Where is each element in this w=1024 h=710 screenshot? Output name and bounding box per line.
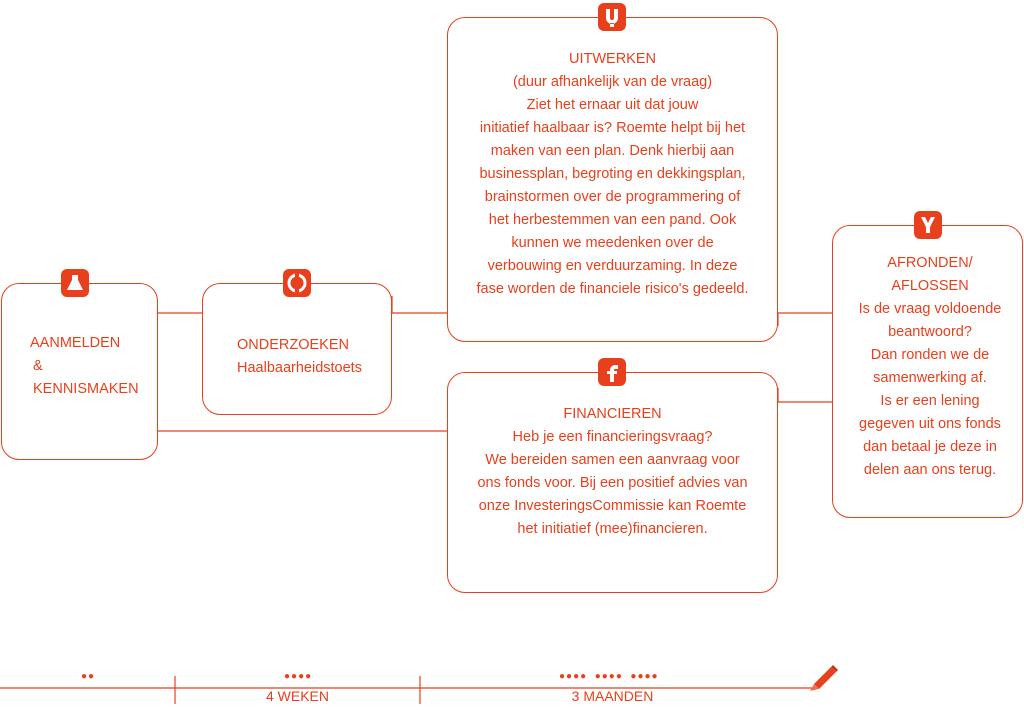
step-uitwerken-line: initiatief haalbaar is? Roemte helpt bij… xyxy=(479,120,746,136)
step-uitwerken-line: fase worden de financiele risico's gedee… xyxy=(476,281,749,297)
person-icon xyxy=(61,269,89,297)
timeline-dots-3: ●●●● ●●●● ●●●● xyxy=(559,671,659,682)
step-onderzoeken-box xyxy=(202,283,392,415)
step-onderzoeken-sub: Haalbaarheidstoets xyxy=(237,360,362,376)
step-financieren-title: FINANCIEREN xyxy=(563,406,662,422)
step-afronden-title1: AFRONDEN/ xyxy=(887,255,973,271)
step-uitwerken-line: Ziet het ernaar uit dat jouw xyxy=(526,97,699,113)
step-afronden-line: Is de vraag voldoende xyxy=(858,301,1002,317)
step-afronden-line: delen aan ons terug. xyxy=(863,462,997,478)
step-uitwerken-subtitle: (duur afhankelijk van de vraag) xyxy=(512,74,713,90)
step-aanmelden-line2: & KENNISMAKEN xyxy=(33,358,139,397)
pencil-icon xyxy=(804,660,838,694)
timeline-label-months: 3 MAANDEN xyxy=(571,688,654,704)
timeline-dots-1: ●● xyxy=(81,671,96,682)
step-aanmelden-text: AANMELDEN & KENNISMAKEN xyxy=(18,332,148,401)
step-afronden-line: gegeven uit ons fonds xyxy=(859,416,1001,432)
step-uitwerken-title: UITWERKEN xyxy=(569,51,656,67)
timeline-dots-2: ●●●● xyxy=(284,671,313,682)
step-financieren-line: onze InvesteringsCommissie kan Roemte xyxy=(478,498,747,514)
step-financieren-text: FINANCIEREN Heb je een financieringsvraa… xyxy=(452,403,773,541)
step-uitwerken-box xyxy=(447,17,778,342)
step-aanmelden-box xyxy=(1,283,158,460)
step-uitwerken-line: maken van een plan. Denk hierbij aan xyxy=(490,143,735,159)
step-afronden-text: AFRONDEN/ AFLOSSEN Is de vraag voldoende… xyxy=(835,252,1024,482)
step-onderzoeken-text: ONDERZOEKEN Haalbaarheidstoets xyxy=(237,334,387,380)
step-financieren-box xyxy=(447,372,778,593)
step-financieren-line: Heb je een financieringsvraag? xyxy=(512,429,713,445)
timeline-label-weeks: 4 WEKEN xyxy=(265,688,329,704)
f-letter-icon xyxy=(598,358,626,386)
target-icon xyxy=(283,269,311,297)
step-afronden-line: dan betaal je deze in xyxy=(863,439,997,455)
step-financieren-line: We bereiden samen een aanvraag voor xyxy=(485,452,740,468)
step-onderzoeken-title: ONDERZOEKEN xyxy=(237,337,349,353)
u-letter-icon xyxy=(598,3,626,31)
y-letter-icon xyxy=(914,211,942,239)
step-afronden-line: Is er een lening xyxy=(880,393,980,409)
step-financieren-line: het initiatief (mee)financieren. xyxy=(517,521,708,537)
step-uitwerken-line: kunnen we meedenken over de xyxy=(511,235,714,251)
step-afronden-title2: AFLOSSEN xyxy=(891,278,969,294)
step-aanmelden-line1: AANMELDEN xyxy=(30,335,121,351)
step-afronden-box xyxy=(832,225,1023,518)
step-afronden-line: samenwerking af. xyxy=(873,370,987,386)
step-uitwerken-line: het herbestemmen van een pand. Ook xyxy=(488,212,737,228)
step-afronden-line: beantwoord? xyxy=(888,324,972,340)
step-uitwerken-line: brainstormen over de programmering of xyxy=(484,189,741,205)
step-uitwerken-line: verbouwing en verduurzaming. In deze xyxy=(487,258,738,274)
step-uitwerken-text: UITWERKEN (duur afhankelijk van de vraag… xyxy=(452,48,773,301)
step-uitwerken-line: businessplan, begroting en dekkingsplan, xyxy=(479,166,746,182)
step-afronden-line: Dan ronden we de xyxy=(870,347,990,363)
step-financieren-line: ons fonds voor. Bij een positief advies … xyxy=(477,475,748,491)
